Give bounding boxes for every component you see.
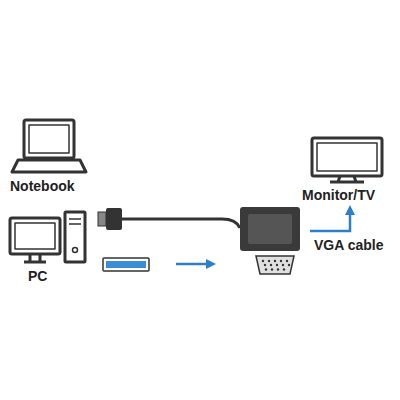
flow-arrow <box>176 259 216 269</box>
notebook-icon <box>12 120 86 172</box>
label-text: PC <box>28 268 47 284</box>
label-text: Monitor/TV <box>302 187 375 203</box>
vga-port <box>256 256 294 274</box>
label-text: Notebook <box>10 178 75 194</box>
usb-cable <box>98 208 240 230</box>
label-text: VGA cable <box>314 237 384 253</box>
monitor-icon <box>312 138 382 182</box>
usb-port <box>103 258 149 271</box>
vga-cable-arrow <box>310 205 355 231</box>
pc-icon <box>10 212 85 262</box>
vga-adapter <box>240 207 300 251</box>
